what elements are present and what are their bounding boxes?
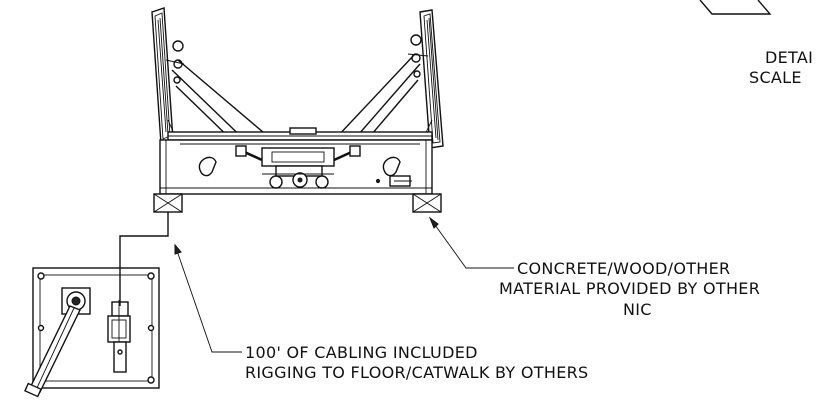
callout-cabling-line2: RIGGING TO FLOOR/CATWALK BY OTHERS (245, 363, 588, 382)
crank-handle (24, 287, 91, 398)
latch-right (389, 175, 412, 187)
left-lid-panel (151, 7, 185, 145)
callout-material-line1: CONCRETE/WOOD/OTHER (517, 259, 730, 278)
callout-material-line2: MATERIAL PROVIDED BY OTHER (499, 279, 760, 298)
scale-label: SCALE (749, 68, 802, 87)
support-block-right (412, 193, 442, 213)
callout-cabling-line1: 100' OF CABLING INCLUDED (245, 343, 478, 362)
control-box (32, 267, 160, 389)
right-lid-panel (407, 9, 444, 149)
hatch-unit (151, 7, 444, 213)
detail-callout-shape (699, 0, 772, 15)
center-mechanism (235, 145, 361, 189)
cable-routing (119, 212, 169, 306)
frame-rim (167, 127, 433, 141)
cable-drum (107, 300, 131, 373)
support-block-left (153, 193, 183, 213)
leader-material (428, 216, 514, 269)
detail-label: DETAI (765, 48, 813, 67)
callout-material-line3: NIC (623, 300, 652, 319)
leader-cabling (174, 243, 242, 353)
